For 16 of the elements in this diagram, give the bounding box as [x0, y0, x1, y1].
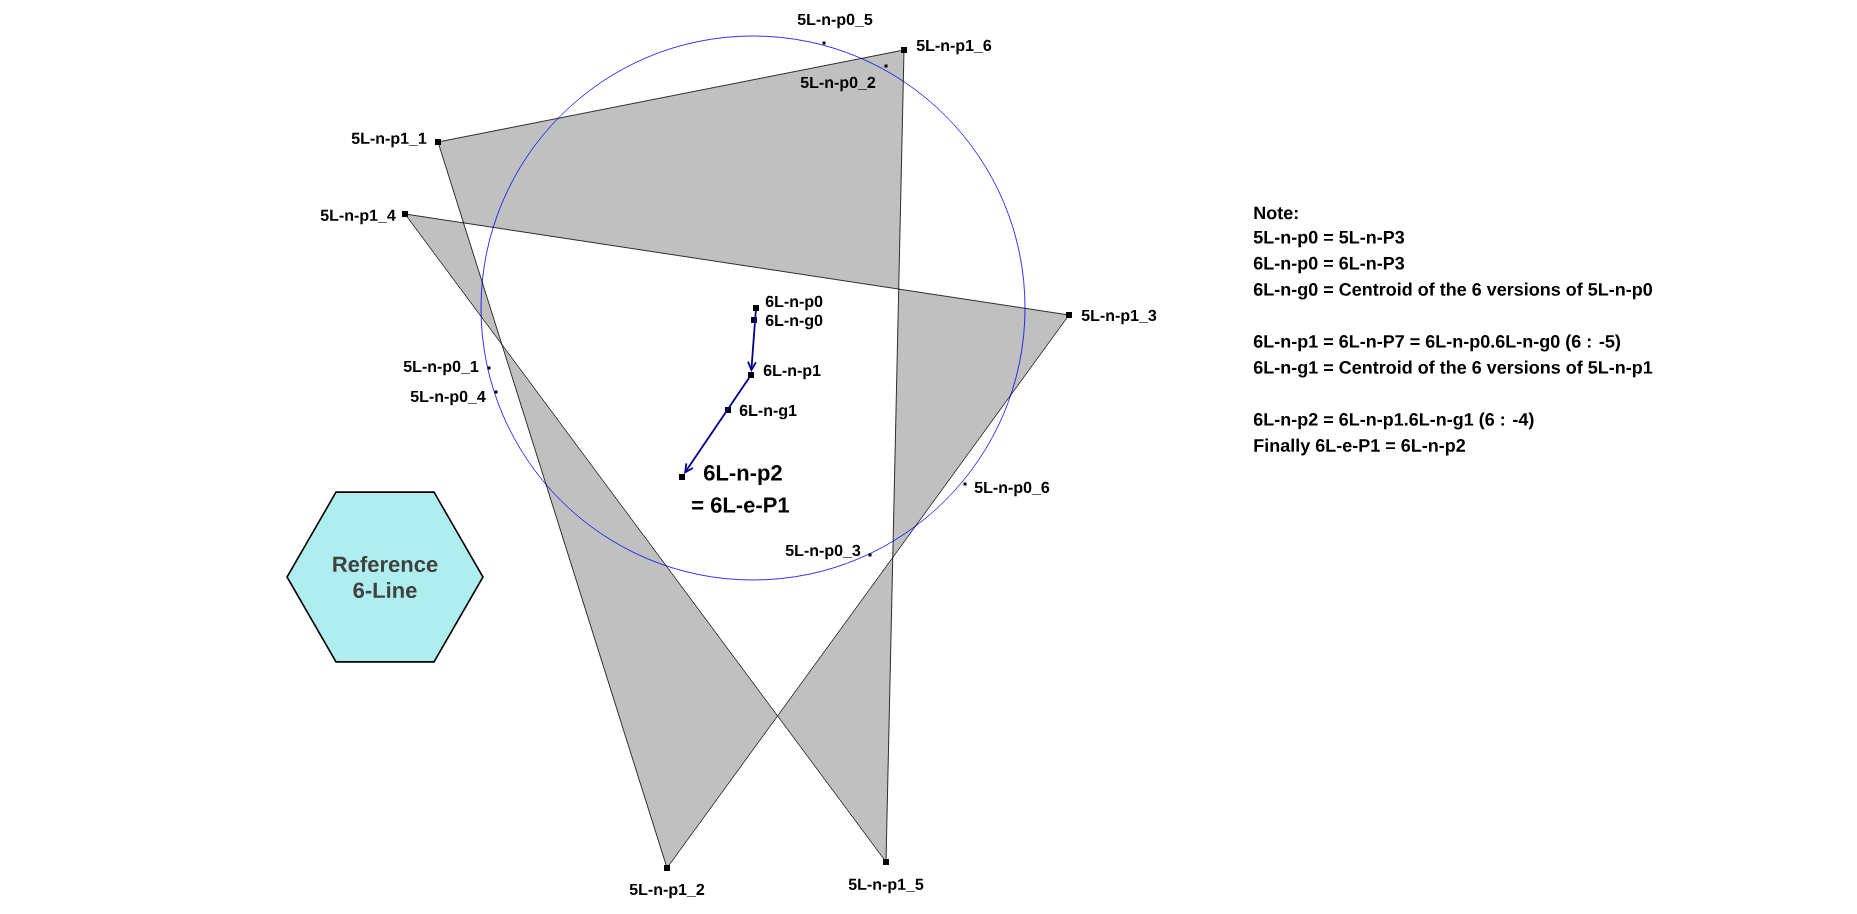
polygon-side — [885, 52, 905, 860]
polygon-side — [438, 144, 667, 866]
note-text: 6L-n-p2 = 6L-n-p1.6L-n-g1 (6 : -4) — [1253, 412, 1534, 430]
note-text: 6L-n-p1 = 6L-n-P7 = 6L-n-p0.6L-n-g0 (6 : -5) — [1253, 334, 1620, 352]
polygon-side — [668, 317, 1068, 866]
arrow — [684, 377, 750, 474]
arrow — [747, 310, 757, 372]
note-text: 5L-n-p0 = 5L-n-P3 — [1253, 230, 1405, 248]
polygon-side — [407, 214, 1067, 315]
note-text: 6L-n-g1 = Centroid of the 6 versions of 5L-n-p1 — [1253, 360, 1653, 378]
note-text: 6L-n-g0 = Centroid of the 6 versions of 5L-n-p0 — [1253, 282, 1652, 300]
note-text: Note: — [1254, 206, 1298, 220]
note-text: Finally 6L-e-P1 = 6L-n-p2 — [1254, 438, 1466, 456]
polygon-side — [440, 50, 902, 142]
polygon-side — [406, 216, 885, 860]
note-text: 6L-n-p0 = 6L-n-P3 — [1253, 256, 1405, 274]
